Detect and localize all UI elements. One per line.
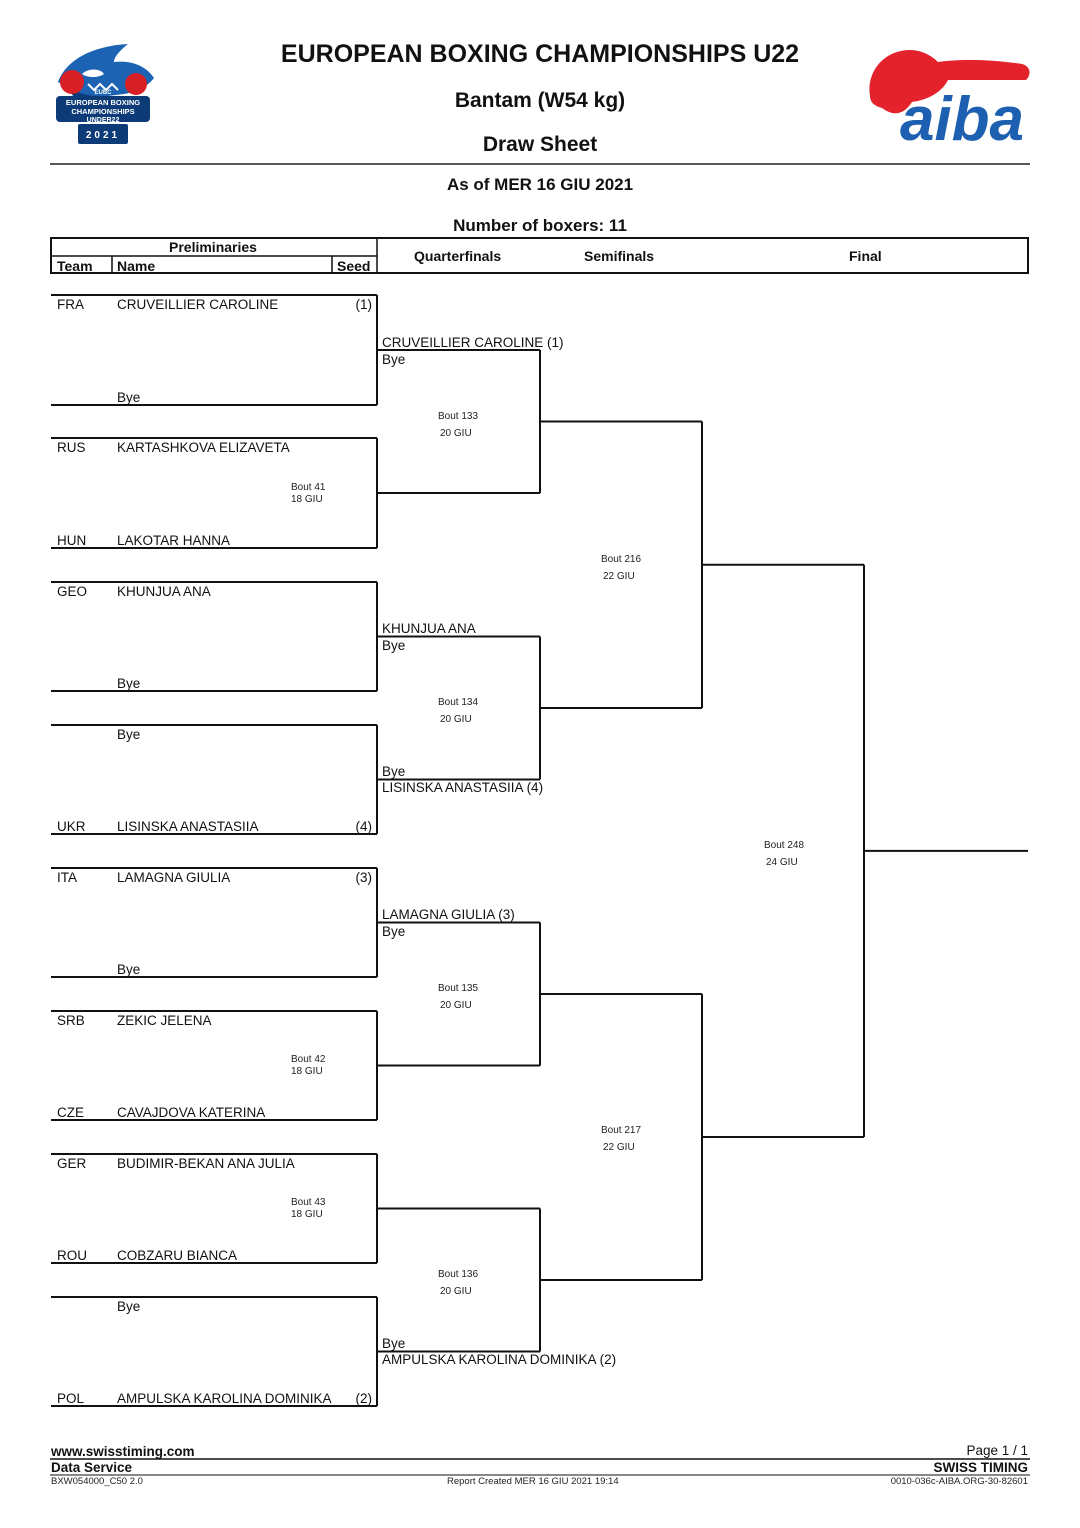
eubc-logo-line5: 2021	[86, 130, 120, 141]
qf3-top-sub: Bye	[382, 924, 406, 939]
qf4-bottom-name: AMPULSKA KAROLINA DOMINIKA (2)	[382, 1352, 617, 1367]
footer-ref: 0010-036c-AIBA.ORG-30-82601	[890, 1476, 1028, 1487]
event-title: EUROPEAN BOXING CHAMPIONSHIPS U22	[280, 40, 800, 68]
entry-team: POL	[57, 1391, 85, 1406]
bout-number: Bout 217	[601, 1125, 642, 1136]
weight-category: Bantam (W54 kg)	[454, 89, 626, 112]
qf-bout-134: Bout 134 20 GIU	[438, 694, 478, 728]
entry-name: ZEKIC JELENA	[117, 1013, 212, 1028]
footer-service: Data Service	[51, 1460, 133, 1475]
bout-number: Bout 43	[291, 1197, 326, 1208]
footer-website-link[interactable]: www.swisstiming.com	[51, 1444, 195, 1459]
bout-date: 18 GIU	[291, 1209, 323, 1220]
entry-team: ROU	[57, 1248, 87, 1263]
qf4-bottom-sub: Bye	[382, 1336, 406, 1351]
qf1-top-name: CRUVEILLIER CAROLINE (1)	[382, 335, 564, 350]
entry-name: LAKOTAR HANNA	[117, 533, 231, 548]
header-preliminaries: Preliminaries	[169, 239, 257, 255]
bout-date: 20 GIU	[440, 428, 472, 439]
eubc-logo-line4: UNDER22	[87, 117, 120, 124]
header-name: Name	[117, 258, 156, 274]
qf2-bottom-name: LISINSKA ANASTASIIA (4)	[382, 780, 544, 795]
qf2-top-sub: Bye	[382, 638, 406, 653]
entry-team: GEO	[57, 584, 88, 599]
boxer-count: Number of boxers: 11	[453, 216, 627, 235]
qf1-top-sub: Bye	[382, 352, 406, 367]
entry-team: UKR	[57, 819, 86, 834]
bout-date: 22 GIU	[603, 571, 635, 582]
final-bout-248: Bout 248 24 GIU	[764, 837, 804, 871]
bout-number: Bout 136	[438, 1269, 479, 1280]
bout-number: Bout 135	[438, 983, 479, 994]
bout-date: 20 GIU	[440, 1286, 472, 1297]
bout-date: 18 GIU	[291, 494, 323, 505]
entry-name: Bye	[117, 390, 141, 405]
as-of-date: As of MER 16 GIU 2021	[446, 175, 634, 194]
header-quarterfinals: Quarterfinals	[414, 248, 502, 264]
header-seed: Seed	[337, 258, 371, 274]
aiba-logo-text: aiba	[900, 85, 1024, 148]
bout-date: 22 GIU	[603, 1142, 635, 1153]
entry-team: RUS	[57, 440, 86, 455]
entry-seed: (2)	[355, 1391, 373, 1406]
entry-team: HUN	[57, 533, 87, 548]
entry-seed: (1)	[355, 297, 373, 312]
entry-team: GER	[57, 1156, 87, 1171]
bout-number: Bout 133	[438, 411, 479, 422]
aiba-logo: aiba	[862, 44, 1034, 154]
entry-team: SRB	[57, 1013, 85, 1028]
entry-name: CAVAJDOVA KATERINA	[117, 1105, 266, 1120]
qf-bout-135: Bout 135 20 GIU	[438, 980, 478, 1014]
entry-name: COBZARU BIANCA	[117, 1248, 238, 1263]
header-team: Team	[57, 258, 93, 274]
footer-brand: SWISS TIMING	[933, 1460, 1029, 1475]
header-semifinals: Semifinals	[584, 248, 655, 264]
sf-bout-217: Bout 217 22 GIU	[601, 1122, 641, 1156]
sf-bout-216: Bout 216 22 GIU	[601, 551, 641, 585]
eubc-logo-line1: EUBC	[94, 90, 112, 96]
bout-number: Bout 41	[291, 482, 326, 493]
qf-bout-136: Bout 136 20 GIU	[438, 1266, 478, 1300]
entry-name: CRUVEILLIER CAROLINE	[117, 297, 279, 312]
entry-name: Bye	[117, 727, 141, 742]
bout-number: Bout 248	[764, 840, 805, 851]
entry-name: Bye	[117, 962, 141, 977]
bout-number: Bout 42	[291, 1054, 326, 1065]
entry-name: LAMAGNA GIULIA	[117, 870, 231, 885]
footer-report-created: Report Created MER 16 GIU 2021 19:14	[447, 1476, 619, 1487]
entry-name: KHUNJUA ANA	[117, 584, 211, 599]
entry-team: FRA	[57, 297, 84, 312]
bout-date: 20 GIU	[440, 1000, 472, 1011]
qf2-top-name: KHUNJUA ANA	[382, 621, 476, 636]
bout-date: 24 GIU	[766, 857, 798, 868]
bout-date: 18 GIU	[291, 1066, 323, 1077]
qf3-top-name: LAMAGNA GIULIA (3)	[382, 907, 515, 922]
entry-name: Bye	[117, 1299, 141, 1314]
eubc-logo-line2: EUROPEAN BOXING	[66, 98, 140, 107]
qf2-bottom-sub: Bye	[382, 764, 406, 779]
entry-seed: (3)	[355, 870, 373, 885]
bout-date: 20 GIU	[440, 714, 472, 725]
bout-number: Bout 216	[601, 554, 642, 565]
entry-name: BUDIMIR-BEKAN ANA JULIA	[117, 1156, 295, 1171]
entry-name: AMPULSKA KAROLINA DOMINIKA	[117, 1391, 332, 1406]
entry-seed: (4)	[355, 819, 373, 834]
header-final: Final	[849, 248, 882, 264]
entry-team: CZE	[57, 1105, 84, 1120]
entry-name: Bye	[117, 676, 141, 691]
entry-name: LISINSKA ANASTASIIA	[117, 819, 259, 834]
entry-name: KARTASHKOVA ELIZAVETA	[117, 440, 290, 455]
qf-bout-133: Bout 133 20 GIU	[438, 408, 478, 442]
bout-number: Bout 134	[438, 697, 479, 708]
footer-page: Page 1 / 1	[966, 1443, 1028, 1458]
entry-team: ITA	[57, 870, 77, 885]
eubc-logo-line3: CHAMPIONSHIPS	[71, 107, 134, 116]
eubc-logo: EUBC EUROPEAN BOXING CHAMPIONSHIPS UNDER…	[48, 38, 158, 152]
footer-code: BXW054000_C50 2.0	[51, 1476, 143, 1487]
sheet-title: Draw Sheet	[482, 133, 598, 156]
